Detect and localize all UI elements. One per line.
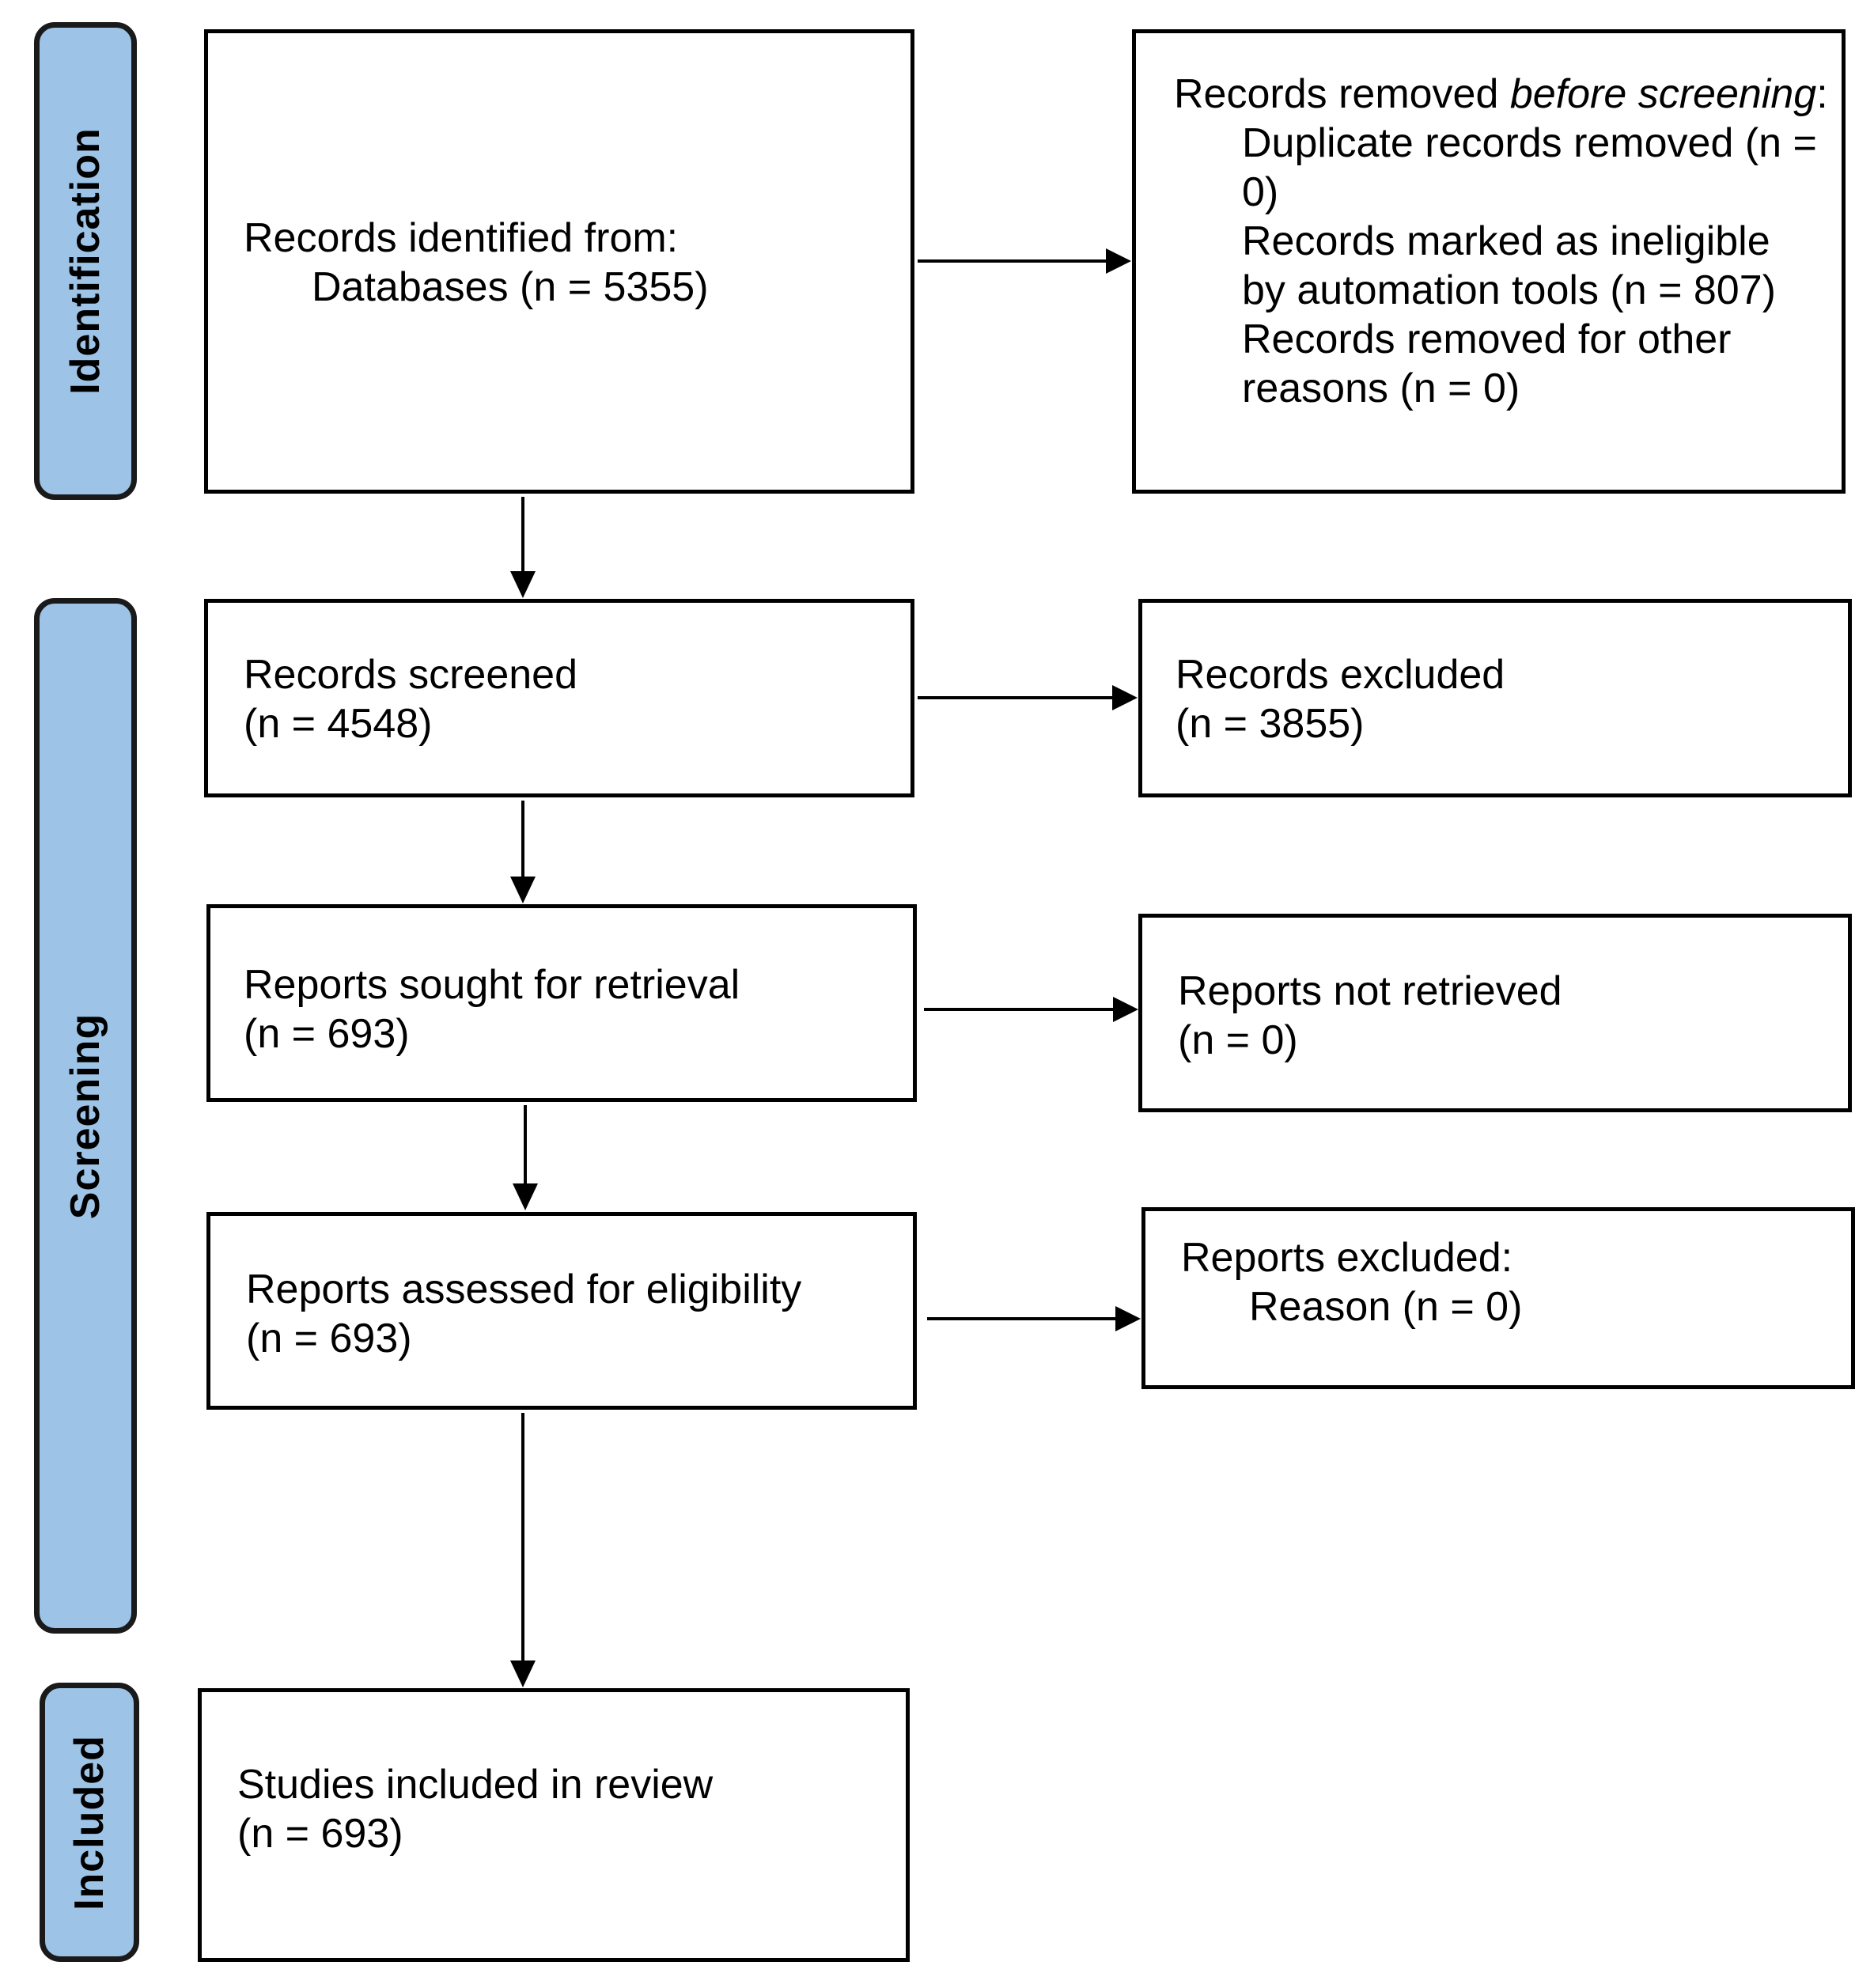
reports-assessed-count: (n = 693): [246, 1316, 412, 1361]
records-marked-ineligible: Records marked as ineligible by automati…: [1242, 218, 1776, 313]
records-excluded-title: Records excluded: [1176, 652, 1505, 698]
records-removed-before-title-suffix: :: [1816, 71, 1828, 117]
reports-excluded-title: Reports excluded:: [1181, 1235, 1513, 1281]
records-screened-title: Records screened: [244, 652, 577, 698]
reports-excluded-box: Reports excluded: Reason (n = 0): [1141, 1207, 1855, 1389]
records-removed-before-box: Records removed before screening: Duplic…: [1132, 29, 1846, 494]
records-identified-box: Records identified from: Databases (n = …: [204, 29, 914, 494]
phase-screening-label: Screening: [62, 1013, 108, 1219]
records-identified-title: Records identified from:: [244, 215, 679, 261]
reports-assessed-title: Reports assessed for eligibility: [246, 1267, 802, 1312]
studies-included-count: (n = 693): [237, 1811, 403, 1857]
reports-assessed-box: Reports assessed for eligibility (n = 69…: [206, 1212, 917, 1410]
phase-included-label: Included: [66, 1734, 112, 1910]
records-screened-box: Records screened (n = 4548): [204, 599, 914, 797]
reports-sought-count: (n = 693): [244, 1011, 410, 1057]
phase-identification: Identification: [34, 22, 137, 500]
phase-screening: Screening: [34, 598, 137, 1634]
reports-sought-box: Reports sought for retrieval (n = 693): [206, 904, 917, 1102]
duplicate-records-removed: Duplicate records removed (n = 0): [1242, 120, 1817, 215]
records-excluded-box: Records excluded (n = 3855): [1138, 599, 1852, 797]
studies-included-title: Studies included in review: [237, 1762, 714, 1808]
records-removed-before-title-italic: before screening: [1509, 71, 1817, 117]
reports-not-retrieved-box: Reports not retrieved (n = 0): [1138, 914, 1852, 1112]
records-screened-count: (n = 4548): [244, 701, 433, 747]
reports-excluded-reason: Reason (n = 0): [1249, 1284, 1523, 1330]
records-identified-databases: Databases (n = 5355): [312, 264, 709, 310]
studies-included-box: Studies included in review (n = 693): [198, 1688, 910, 1962]
phase-included: Included: [40, 1683, 139, 1962]
phase-identification-label: Identification: [62, 127, 108, 395]
records-excluded-count: (n = 3855): [1176, 701, 1365, 747]
records-removed-other-reasons: Records removed for other reasons (n = 0…: [1242, 316, 1732, 411]
records-removed-before-title-prefix: Records removed: [1174, 71, 1510, 117]
reports-not-retrieved-count: (n = 0): [1178, 1017, 1298, 1063]
reports-not-retrieved-title: Reports not retrieved: [1178, 968, 1562, 1014]
reports-sought-title: Reports sought for retrieval: [244, 962, 740, 1008]
